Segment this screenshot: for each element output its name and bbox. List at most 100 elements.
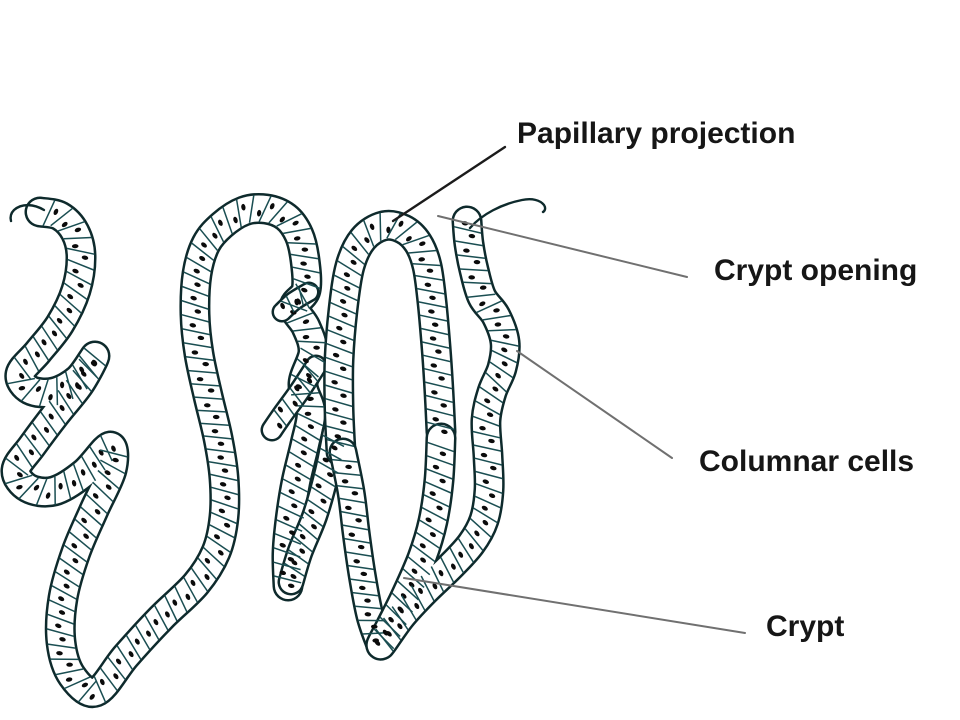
cell-wall — [347, 564, 374, 571]
cell-wall — [280, 491, 306, 506]
cell-wall — [74, 518, 97, 539]
cell-wall — [337, 484, 364, 490]
cell-wall — [65, 379, 83, 404]
cell-wall — [289, 451, 314, 468]
cell-nucleus — [418, 587, 423, 594]
cell-wall — [248, 195, 255, 223]
cell-nucleus — [233, 216, 238, 224]
cell-wall — [46, 628, 75, 638]
cell-wall — [273, 575, 302, 584]
cell-wall — [56, 377, 59, 406]
label-crypt: Crypt — [766, 610, 845, 643]
cell-nucleus — [66, 393, 72, 399]
cell-wall — [402, 568, 425, 588]
cell-wall — [426, 455, 454, 466]
cell-nucleus — [364, 598, 371, 603]
cell-nucleus — [343, 272, 350, 278]
cell-wall — [425, 394, 454, 404]
cell-wall — [289, 387, 303, 405]
cell-nucleus — [357, 544, 365, 550]
cell-wall — [206, 535, 231, 553]
cell-wall — [99, 435, 113, 462]
cell-nucleus — [34, 351, 40, 358]
cell-nucleus — [289, 530, 296, 536]
cell-wall — [81, 456, 97, 482]
cell-nucleus — [58, 596, 65, 602]
cell-wall — [473, 507, 498, 524]
cell-wall — [63, 236, 92, 240]
cell-nucleus — [56, 318, 63, 324]
cell-wall — [183, 342, 212, 349]
cell-nucleus — [71, 244, 79, 249]
cell-wall — [197, 557, 217, 580]
cell-nucleus — [439, 451, 447, 457]
cell-wall — [209, 524, 235, 539]
cell-wall — [362, 220, 375, 247]
cell-wall — [412, 544, 436, 563]
cell-nucleus — [197, 335, 205, 341]
cell-wall — [268, 201, 288, 224]
cell-nucleus — [332, 352, 340, 358]
cell-wall — [473, 444, 502, 452]
cell-nucleus — [76, 384, 82, 390]
cell-wall — [391, 606, 409, 631]
cell-nucleus — [277, 406, 283, 413]
cell-wall — [200, 422, 229, 426]
cell-wall — [78, 358, 100, 380]
cell-nucleus — [72, 558, 79, 564]
cell-wall — [72, 364, 88, 390]
cell-nucleus — [430, 363, 438, 368]
cell-wall — [23, 433, 42, 457]
cell-wall — [339, 497, 366, 504]
cell-nucleus — [426, 268, 434, 273]
cell-nucleus — [438, 376, 445, 381]
cell-wall — [491, 339, 519, 347]
cell-nucleus — [90, 361, 97, 367]
cell-wall — [420, 327, 449, 336]
cell-nucleus — [91, 461, 97, 468]
cell-wall — [319, 447, 342, 461]
cell-wall — [295, 283, 311, 309]
cell-nucleus — [397, 623, 403, 630]
cell-wall — [474, 457, 503, 466]
cell-nucleus — [436, 505, 443, 511]
cell-wall — [325, 370, 353, 381]
cell-wall — [419, 519, 444, 536]
cell-nucleus — [83, 533, 89, 539]
cell-wall — [424, 367, 452, 376]
cell-wall — [42, 199, 56, 227]
cell-nucleus — [406, 236, 412, 242]
cell-nucleus — [440, 403, 447, 408]
cell-nucleus — [115, 658, 122, 665]
cell-nucleus — [58, 610, 66, 615]
cell-wall — [482, 314, 511, 321]
cell-wall — [342, 524, 369, 531]
cell-nucleus — [479, 285, 487, 290]
cell-nucleus — [355, 518, 362, 523]
cell-nucleus — [340, 393, 347, 398]
cell-wall — [288, 549, 309, 565]
cell-nucleus — [468, 275, 475, 280]
cell-wall — [375, 628, 394, 652]
cell-wall — [202, 546, 225, 567]
cell-nucleus — [16, 484, 23, 490]
cell-wall — [423, 354, 451, 363]
cell-wall — [479, 386, 504, 404]
cell-wall — [425, 481, 452, 494]
cell-wall — [346, 551, 372, 558]
cell-wall — [48, 599, 75, 613]
cell-wall — [314, 473, 336, 488]
cell-nucleus — [41, 339, 47, 346]
cell-nucleus — [408, 582, 415, 588]
cell-nucleus — [340, 420, 347, 425]
cell-nucleus — [217, 441, 225, 446]
cell-wall — [328, 315, 355, 328]
cell-wall — [485, 372, 507, 393]
cell-nucleus — [193, 268, 200, 274]
cell-wall — [298, 287, 304, 306]
cell-nucleus — [19, 372, 25, 379]
cell-nucleus — [490, 465, 497, 471]
cell-wall — [408, 249, 437, 254]
cell-wall — [59, 293, 82, 314]
cell-wall — [89, 446, 106, 471]
